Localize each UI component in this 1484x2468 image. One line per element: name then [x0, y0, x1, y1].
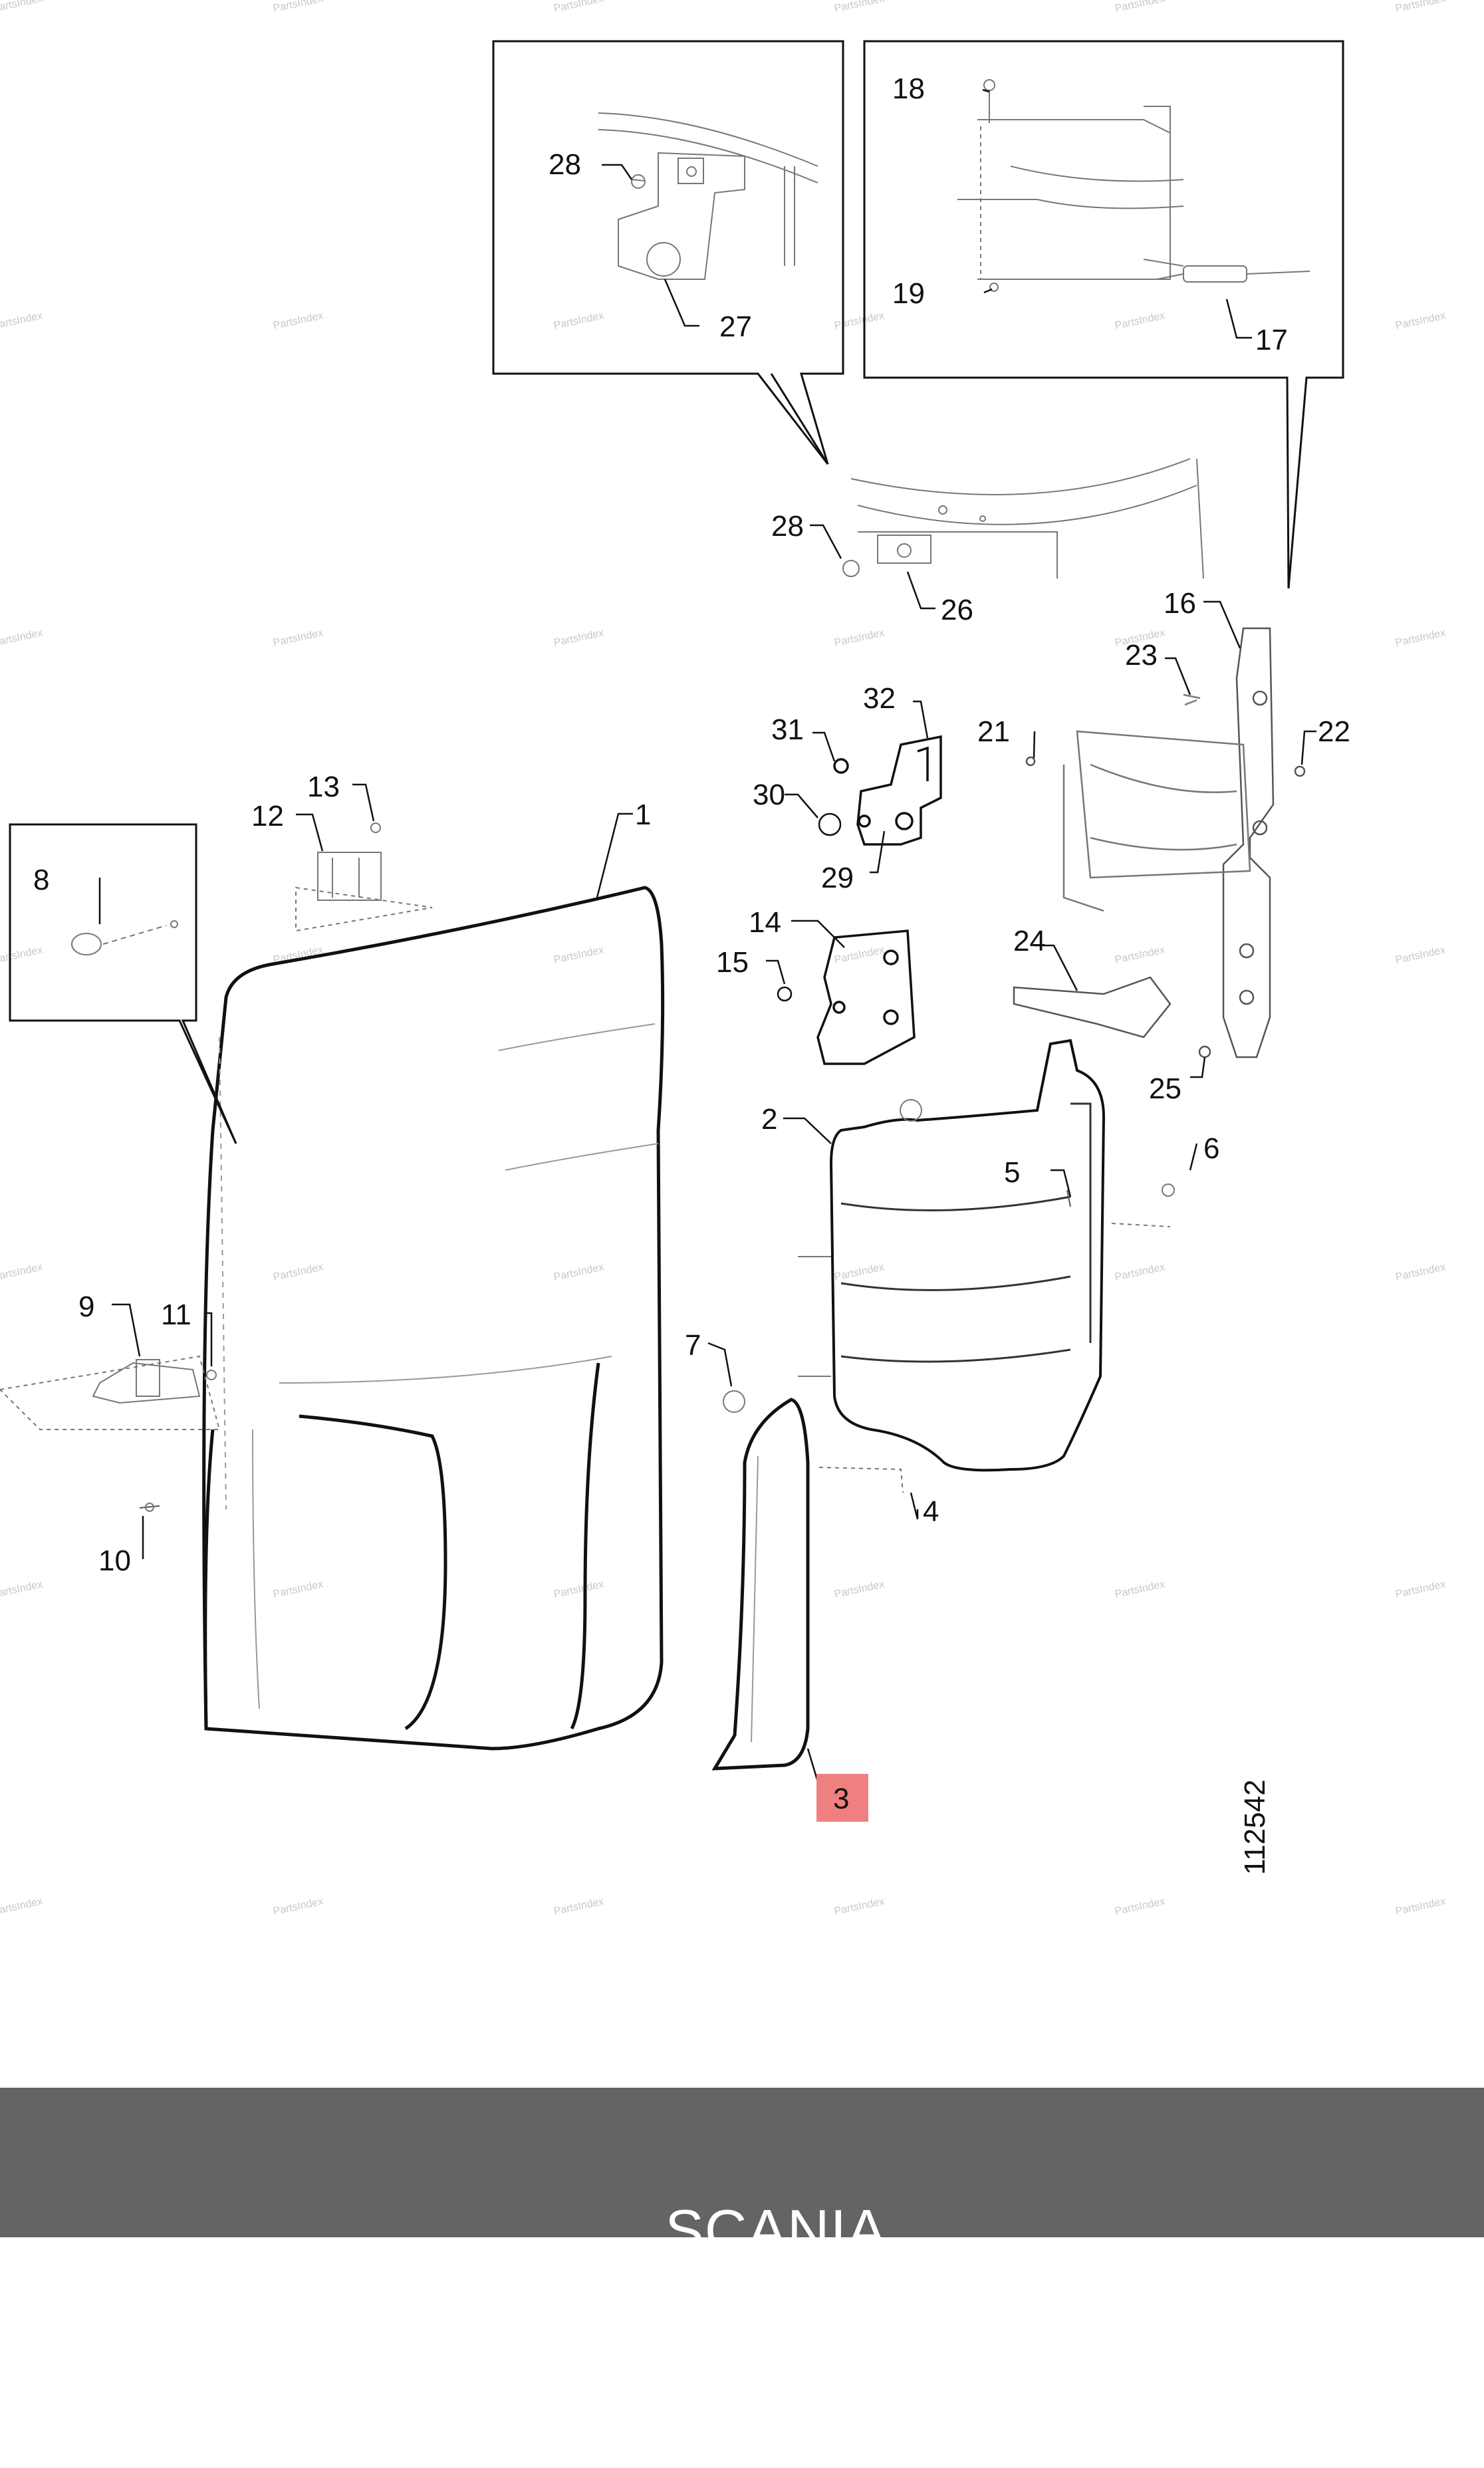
watermark-text: PartsIndex: [553, 944, 604, 966]
hinge-assembly: [1025, 627, 1306, 1058]
watermark-text: PartsIndex: [833, 627, 885, 649]
watermark-text: PartsIndex: [1394, 627, 1446, 649]
callout-1: 1: [635, 799, 651, 831]
watermark-text: PartsIndex: [1114, 944, 1166, 966]
callout-28: 28: [771, 510, 804, 543]
inset-part-8: [9, 823, 237, 1144]
watermark-text: PartsIndex: [272, 0, 324, 15]
inset-strut-detail: [863, 40, 1344, 589]
callout-13: 13: [307, 771, 340, 803]
latch-bracket-29-32: [818, 735, 942, 846]
watermark-text: PartsIndex: [1114, 1578, 1166, 1600]
drawing-number: 112542: [1239, 1779, 1271, 1875]
watermark-text: PartsIndex: [0, 1261, 44, 1283]
callout-24: 24: [1013, 925, 1046, 957]
footer-brand: SCANIA: [665, 2197, 887, 2263]
inset-bracket-detail: [492, 40, 844, 465]
watermark-text: PartsIndex: [553, 1896, 604, 1917]
callout-5: 5: [1004, 1156, 1020, 1189]
callout-18: 18: [892, 72, 925, 105]
watermark-text: PartsIndex: [1114, 0, 1166, 15]
hinge-9: [0, 1355, 221, 1512]
watermark-text: PartsIndex: [1394, 944, 1446, 966]
bracket-24: [1013, 976, 1211, 1058]
highlight-box-part-3: [816, 1774, 868, 1822]
callout-23: 23: [1125, 639, 1158, 672]
callout-26: 26: [941, 594, 973, 626]
callout-17: 17: [1255, 324, 1288, 356]
callout-21: 21: [977, 715, 1010, 748]
step-panel-part-2: [829, 1039, 1106, 1472]
callout-32: 32: [863, 682, 896, 715]
watermark-text: PartsIndex: [553, 627, 604, 649]
watermark-text: PartsIndex: [1394, 310, 1446, 332]
watermark-text: PartsIndex: [833, 1261, 885, 1283]
watermark-text: PartsIndex: [553, 1578, 604, 1600]
callout-27: 27: [719, 310, 752, 343]
callout-6: 6: [1203, 1132, 1219, 1165]
watermark-text: PartsIndex: [272, 310, 324, 332]
footer-title: SCANIA - 1382727 N - 3: [0, 2129, 1484, 2468]
watermark-text: PartsIndex: [0, 310, 44, 332]
callout-7: 7: [685, 1329, 701, 1362]
watermark-text: PartsIndex: [1394, 0, 1446, 15]
callout-labels: 1 2 3 4 5 6 7 8 9 10 11 12 13 14 15 16 1…: [33, 72, 1350, 1815]
trim-piece-part-3: [711, 1398, 810, 1771]
watermark-text: PartsIndex: [833, 310, 885, 332]
footer-dash: -: [765, 2265, 787, 2331]
callout-2: 2: [761, 1103, 777, 1136]
callout-16: 16: [1164, 587, 1196, 620]
callout-10: 10: [98, 1544, 131, 1577]
watermark-text: PartsIndex: [1394, 1578, 1446, 1600]
callout-8: 8: [33, 864, 49, 896]
watermark-text: PartsIndex: [553, 310, 604, 332]
watermark-text: PartsIndex: [0, 1578, 44, 1600]
watermark-text: PartsIndex: [1114, 310, 1166, 332]
step-panel-treads: [723, 1099, 1175, 1493]
watermark-text: PartsIndex: [0, 627, 44, 649]
watermark-text: PartsIndex: [1114, 1896, 1166, 1917]
watermark-text: PartsIndex: [272, 1261, 324, 1283]
callout-28-inset: 28: [549, 148, 581, 181]
watermark-text: PartsIndex: [272, 1896, 324, 1917]
footer-part-number: 1382727: [555, 2333, 787, 2399]
callout-29: 29: [821, 862, 854, 894]
watermark-text: PartsIndex: [1114, 1261, 1166, 1283]
callout-12: 12: [251, 800, 284, 832]
watermark-text: PartsIndex: [833, 0, 885, 15]
callout-22: 22: [1318, 715, 1350, 748]
callout-11: 11: [161, 1298, 191, 1331]
callout-25: 25: [1149, 1072, 1181, 1105]
footer-position: N - 3: [866, 2333, 997, 2399]
bracket-26-group: [842, 458, 1204, 579]
watermark-text: PartsIndex: [272, 627, 324, 649]
footer-bar: SCANIA - 1382727 N - 3: [0, 2088, 1484, 2399]
hinge-12: [295, 822, 433, 932]
watermark-text: PartsIndex: [0, 1896, 44, 1917]
watermark-text: PartsIndex: [1394, 1896, 1446, 1917]
watermark-text: PartsIndex: [0, 944, 44, 966]
callout-14: 14: [749, 906, 781, 939]
callout-9: 9: [78, 1291, 94, 1323]
door-panel-part-1: [202, 886, 665, 1751]
callout-4: 4: [923, 1495, 939, 1528]
watermark-text: PartsIndex: [553, 1261, 604, 1283]
leader-lines: [98, 88, 1316, 1796]
callout-19: 19: [892, 277, 925, 310]
watermark-text: PartsIndex: [1394, 1261, 1446, 1283]
watermark-text: PartsIndex: [833, 1896, 885, 1917]
watermark-text: PartsIndex: [833, 1578, 885, 1600]
lock-bracket-14: [777, 929, 916, 1065]
callout-15: 15: [716, 946, 749, 979]
callout-31: 31: [771, 713, 804, 746]
callout-3: 3: [833, 1783, 849, 1815]
watermark-text: PartsIndex: [553, 0, 604, 15]
watermark-text: PartsIndex: [833, 944, 885, 966]
watermark-text: PartsIndex: [272, 1578, 324, 1600]
callout-30: 30: [753, 779, 785, 811]
watermark-text: PartsIndex: [0, 0, 44, 15]
door-panel-detail-lines: [219, 1023, 659, 1709]
